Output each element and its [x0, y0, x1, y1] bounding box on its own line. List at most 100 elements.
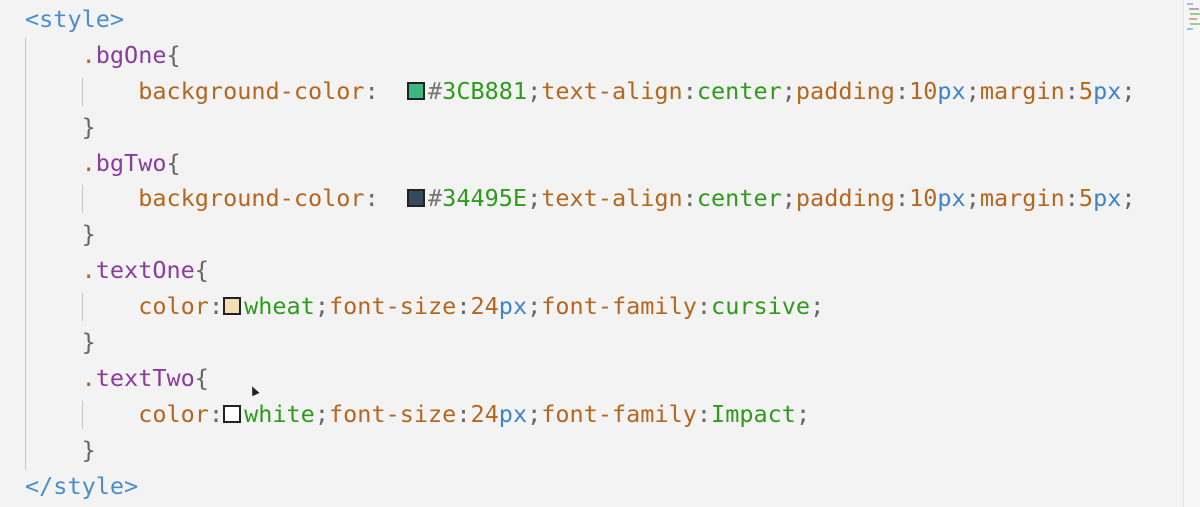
code-line[interactable]: background-color: #3CB881;text-align:cen… — [25, 74, 1136, 110]
code-line[interactable]: color:white;font-size:24px;font-family:I… — [25, 397, 1136, 433]
token-prop: padding — [795, 184, 895, 213]
token-punc: : — [894, 76, 910, 105]
token-prop: padding — [795, 76, 895, 105]
token-dot: . — [81, 148, 96, 177]
token-dot: . — [81, 256, 96, 285]
token-punc: { — [166, 40, 181, 69]
code-editor[interactable]: <style>.bgOne{background-color: #3CB881;… — [25, 2, 1136, 504]
minimap[interactable] — [1183, 0, 1200, 507]
token-punc: { — [194, 256, 209, 285]
token-unit: px — [1093, 76, 1122, 105]
code-line[interactable]: background-color: #34495E;text-align:cen… — [25, 181, 1136, 217]
token-punc: : — [208, 292, 224, 321]
code-line[interactable]: } — [25, 325, 1136, 361]
token-prop: color — [138, 292, 209, 321]
token-punc: ; — [781, 184, 796, 213]
token-val: white — [244, 399, 315, 428]
token-punc: ; — [527, 292, 542, 321]
token-unit: px — [498, 399, 528, 428]
token-punc: { — [166, 148, 181, 177]
token-prop: background-color — [138, 184, 365, 213]
token-punc: ; — [527, 76, 542, 105]
indent-guide — [82, 293, 83, 322]
token-prop: margin — [979, 184, 1065, 213]
token-punc: ; — [781, 76, 796, 105]
token-prop: font-size — [329, 399, 457, 428]
token-dot: . — [81, 40, 96, 69]
token-dot: . — [81, 363, 96, 392]
token-prop: text-align — [541, 76, 683, 105]
token-num: 5 — [1078, 76, 1094, 105]
token-sel: bgTwo — [95, 148, 167, 177]
token-punc: ; — [527, 399, 542, 428]
token-unit: px — [498, 292, 528, 321]
token-punc: } — [81, 112, 96, 141]
code-line[interactable]: } — [25, 433, 1136, 469]
token-punc: ; — [1121, 76, 1136, 105]
token-num: 24 — [470, 399, 499, 428]
code-line[interactable]: .bgOne{ — [25, 38, 1136, 74]
color-swatch-icon[interactable] — [407, 81, 426, 100]
code-line[interactable]: </style> — [25, 469, 1136, 505]
token-val: center — [696, 184, 782, 213]
token-val: center — [696, 76, 782, 105]
token-punc: ; — [527, 184, 542, 213]
token-tag: </style> — [25, 471, 139, 500]
token-punc: ; — [965, 76, 980, 105]
color-swatch-icon[interactable] — [223, 297, 242, 316]
token-punc: ; — [1121, 184, 1136, 213]
code-line[interactable]: .bgTwo{ — [25, 146, 1136, 182]
token-punc: : — [682, 76, 697, 105]
token-punc: { — [194, 363, 209, 392]
token-tag: <style> — [25, 5, 125, 33]
token-punc: : — [364, 76, 408, 105]
token-val: wheat — [244, 292, 315, 321]
token-punc: : — [696, 399, 712, 428]
color-swatch-icon[interactable] — [223, 404, 242, 423]
token-prop: font-family — [541, 399, 697, 428]
code-line[interactable]: } — [25, 217, 1136, 253]
token-num: 10 — [909, 184, 938, 213]
token-punc: : — [456, 292, 471, 321]
token-hash: # — [428, 76, 443, 105]
token-val: 3CB881 — [442, 76, 528, 105]
color-swatch-icon[interactable] — [407, 189, 426, 208]
token-punc: : — [1064, 184, 1079, 213]
token-punc: } — [81, 435, 96, 464]
token-punc: ; — [795, 399, 811, 428]
token-val: cursive — [711, 292, 811, 321]
token-sel: textOne — [95, 256, 195, 285]
token-num: 24 — [470, 292, 499, 321]
token-punc: : — [696, 292, 712, 321]
token-val: 34495E — [442, 184, 528, 213]
token-punc: : — [682, 184, 697, 213]
indent-guide — [82, 400, 83, 429]
indent-guide — [25, 38, 26, 470]
token-sel: bgOne — [95, 40, 167, 69]
token-punc: ; — [965, 184, 980, 213]
token-prop: margin — [979, 76, 1065, 105]
token-punc: ; — [314, 292, 329, 321]
token-prop: background-color — [138, 76, 365, 105]
code-line[interactable]: .textTwo{ — [25, 361, 1136, 397]
token-punc: } — [81, 220, 96, 249]
token-punc: : — [208, 399, 224, 428]
token-punc: : — [1064, 76, 1079, 105]
token-prop: font-size — [329, 292, 457, 321]
token-punc: : — [364, 184, 408, 213]
code-line[interactable]: .textOne{ — [25, 253, 1136, 289]
token-unit: px — [937, 76, 966, 105]
token-punc: } — [81, 328, 96, 357]
token-num: 10 — [909, 76, 938, 105]
token-val: Impact — [711, 399, 796, 428]
token-punc: ; — [314, 399, 329, 428]
token-unit: px — [937, 184, 966, 213]
token-hash: # — [428, 184, 443, 213]
token-punc: ; — [810, 292, 825, 321]
code-line[interactable]: color:wheat;font-size:24px;font-family:c… — [25, 289, 1136, 325]
indent-guide — [82, 77, 83, 106]
token-punc: : — [456, 399, 471, 428]
code-line[interactable]: <style> — [25, 2, 1136, 38]
code-line[interactable]: } — [25, 110, 1136, 146]
token-prop: font-family — [541, 292, 697, 321]
